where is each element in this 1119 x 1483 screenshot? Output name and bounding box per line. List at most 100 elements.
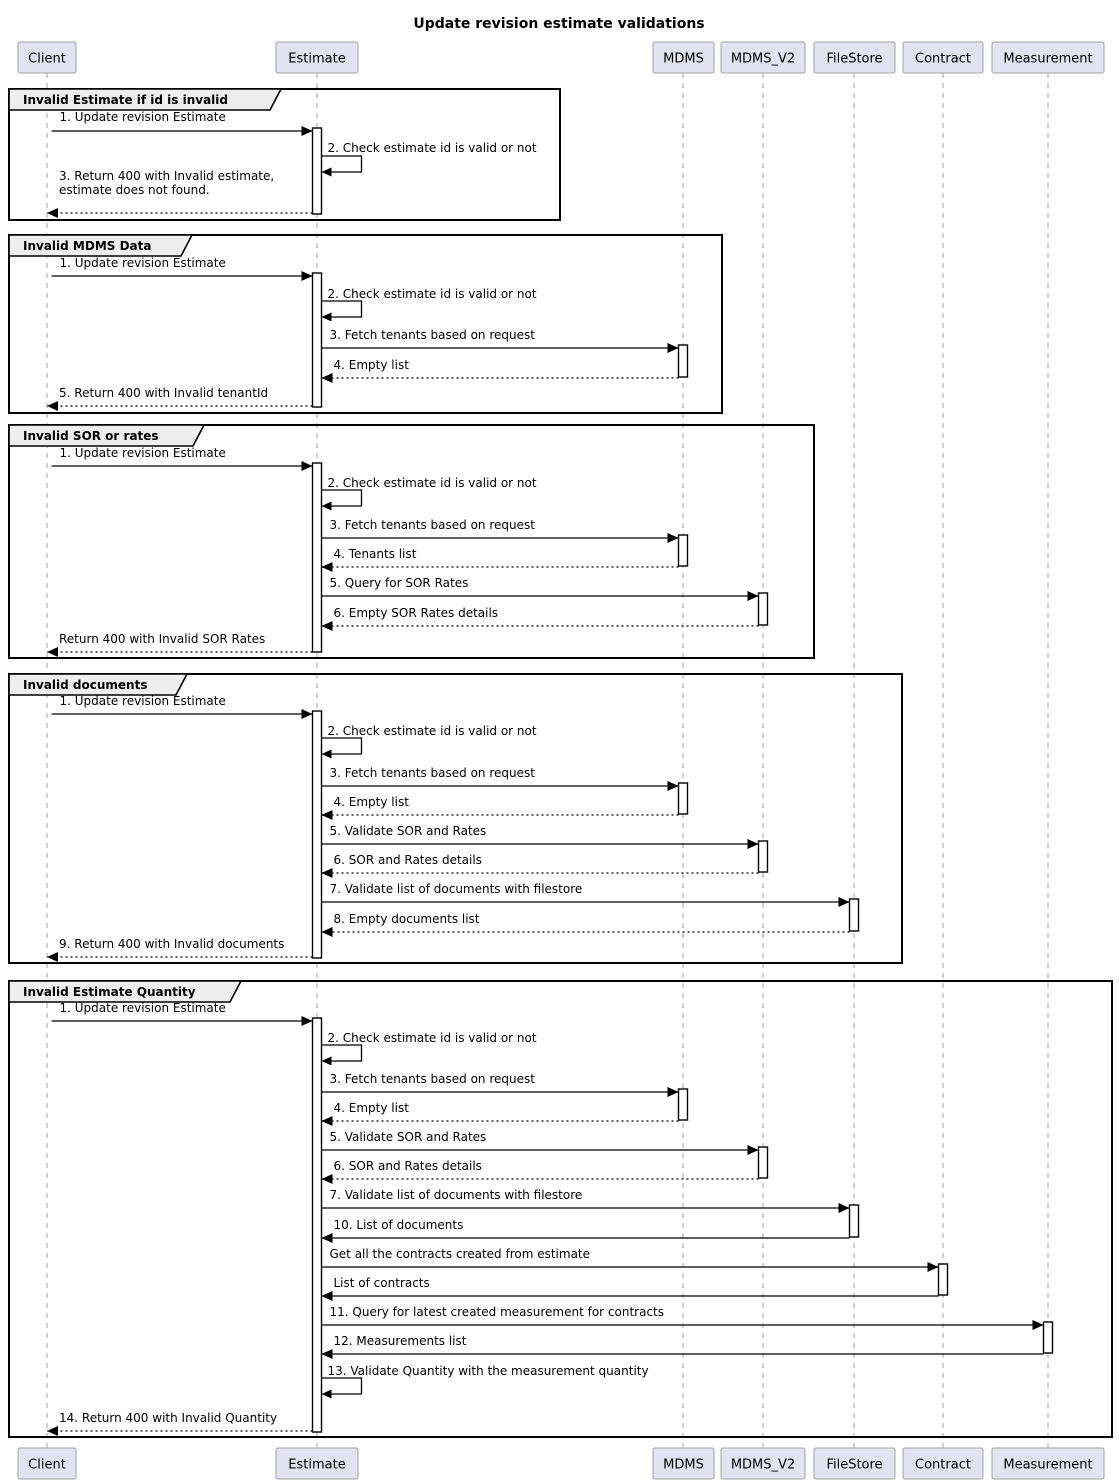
participant-box	[720, 1447, 806, 1480]
group-tab	[8, 980, 243, 1003]
message-6: 6. Empty SOR Rates details	[321, 606, 759, 631]
participant-measurement-bottom[interactable]: Measurement	[991, 1447, 1105, 1480]
message-8: 8. Empty documents list	[321, 912, 850, 937]
activation-bar-mdms	[677, 1088, 689, 1121]
message-label: 11. Query for latest created measurement…	[330, 1305, 665, 1319]
participant-mdms_v2-bottom[interactable]: MDMS_V2	[720, 1447, 806, 1480]
activation-bar-contract	[937, 1263, 949, 1296]
participant-box	[902, 41, 984, 74]
participant-label: Contract	[915, 1458, 971, 1473]
participant-mdms_v2-top[interactable]: MDMS_V2	[720, 41, 806, 74]
message-label: 2. Check estimate id is valid or not	[328, 287, 537, 301]
group-frame	[8, 234, 723, 414]
message-label: 1. Update revision Estimate	[60, 256, 226, 270]
participant-estimate-top[interactable]: Estimate	[275, 41, 359, 74]
participant-filestore-bottom[interactable]: FileStore	[813, 1447, 896, 1480]
participant-box	[17, 41, 77, 74]
participant-box	[652, 1447, 715, 1480]
arrow-head	[321, 1349, 333, 1359]
participant-label: Measurement	[1003, 1458, 1092, 1473]
arrow-head	[301, 126, 313, 136]
message-2: 2. Check estimate id is valid or not	[321, 1031, 537, 1066]
message-1: 1. Update revision Estimate	[51, 446, 313, 471]
participant-mdms-bottom[interactable]: MDMS	[652, 1447, 715, 1480]
message-4: 4. Tenants list	[321, 547, 679, 572]
participants-footer: Client Estimate MDMS MDMS_V2 FileStore Contra…	[17, 1447, 1105, 1480]
message-label: 5. Return 400 with Invalid tenantId	[59, 386, 268, 400]
message-10: List of contracts	[321, 1276, 939, 1301]
arrow-head	[321, 810, 333, 820]
message-label: Get all the contracts created from estim…	[330, 1247, 591, 1261]
arrow-head	[321, 1389, 332, 1399]
message-5: 5. Validate SOR and Rates	[321, 824, 759, 849]
participant-contract-top[interactable]: Contract	[902, 41, 984, 74]
activation-bar-mdms_v2	[757, 840, 769, 873]
participant-client-bottom[interactable]: Client	[17, 1447, 77, 1480]
participant-mdms-top[interactable]: MDMS	[652, 41, 715, 74]
participant-label: Client	[28, 52, 66, 67]
message-5: 5. Query for SOR Rates	[321, 576, 759, 601]
participant-client-top[interactable]: Client	[17, 41, 77, 74]
arrow-head	[667, 533, 679, 543]
arrow-head	[321, 927, 333, 937]
arrow-head	[321, 312, 332, 322]
participant-filestore-top[interactable]: FileStore	[813, 41, 896, 74]
message-label: 8. Empty documents list	[334, 912, 480, 926]
arrow-head	[321, 562, 333, 572]
message-1: 1. Update revision Estimate	[51, 694, 313, 719]
message-8: 10. List of documents	[321, 1218, 850, 1243]
participant-label: MDMS_V2	[731, 52, 795, 67]
message-2: 2. Check estimate id is valid or not	[321, 476, 537, 511]
message-label: 6. SOR and Rates details	[334, 853, 482, 867]
message-1: 1. Update revision Estimate	[51, 1001, 313, 1026]
arrow-head	[321, 1233, 333, 1243]
participant-label: FileStore	[826, 52, 882, 67]
participant-label: Estimate	[288, 52, 345, 67]
activation-bar-estimate	[311, 462, 323, 653]
group-frame	[8, 88, 561, 221]
participant-label: MDMS_V2	[731, 1458, 795, 1473]
participant-box	[17, 1447, 77, 1480]
message-label: 2. Check estimate id is valid or not	[328, 141, 537, 155]
message-label: 2. Check estimate id is valid or not	[328, 476, 537, 490]
participant-box	[991, 1447, 1105, 1480]
activation-bar-estimate	[311, 710, 323, 959]
arrow-head	[321, 749, 332, 759]
activation-bar-filestore	[848, 1204, 860, 1238]
group-tab	[8, 424, 206, 447]
message-label: 13. Validate Quantity with the measureme…	[328, 1364, 649, 1378]
message-7: Return 400 with Invalid SOR Rates	[47, 632, 313, 657]
message-label: 10. List of documents	[334, 1218, 464, 1232]
participant-label: Client	[28, 1458, 66, 1473]
message-label: 4. Empty list	[334, 1101, 410, 1115]
arrow-head	[747, 839, 759, 849]
message-label: 7. Validate list of documents with files…	[330, 882, 583, 896]
arrow-head	[667, 1087, 679, 1097]
message-label: 3. Fetch tenants based on request	[330, 1072, 536, 1086]
arrow-head	[838, 897, 850, 907]
group-frame	[8, 673, 903, 964]
participant-measurement-top[interactable]: Measurement	[991, 41, 1105, 74]
group-tab	[8, 673, 189, 696]
arrow-head	[301, 1016, 313, 1026]
arrow-head	[47, 1426, 58, 1436]
message-4: 4. Empty list	[321, 1101, 679, 1126]
participant-estimate-bottom[interactable]: Estimate	[275, 1447, 359, 1480]
message-11: 11. Query for latest created measurement…	[321, 1305, 1044, 1330]
participant-contract-bottom[interactable]: Contract	[902, 1447, 984, 1480]
arrow-head	[1032, 1320, 1044, 1330]
message-label: 3. Fetch tenants based on request	[330, 518, 536, 532]
message-6: 6. SOR and Rates details	[321, 853, 759, 878]
participants-header: Client Estimate MDMS MDMS_V2 FileStore Contra…	[17, 41, 1105, 74]
arrow-head	[747, 591, 759, 601]
message-label: 5. Validate SOR and Rates	[330, 824, 487, 838]
arrow-head	[321, 501, 332, 511]
participant-box	[275, 41, 359, 74]
message-line	[321, 1377, 363, 1395]
arrow-head	[667, 343, 679, 353]
activation-bar-mdms	[677, 782, 689, 815]
